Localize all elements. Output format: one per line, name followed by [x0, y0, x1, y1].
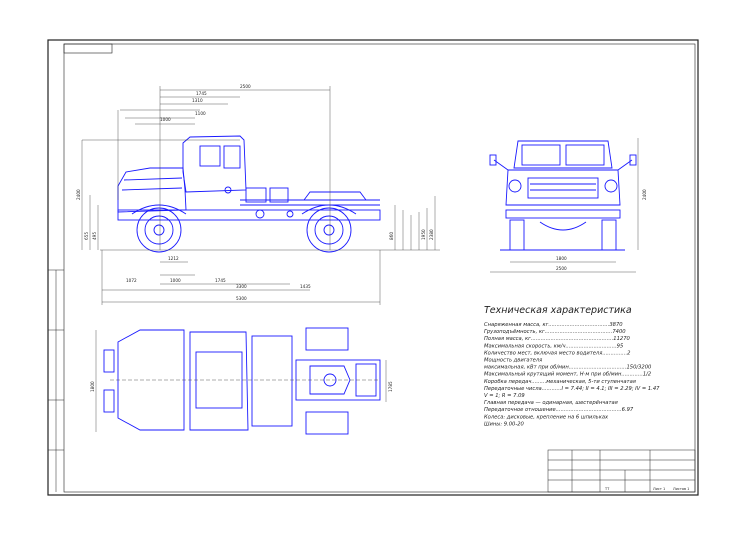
spec-line: Полная масса, кг........................… — [484, 336, 631, 342]
dim-front-height: 2400 — [642, 189, 647, 200]
dim-mid-2: 1745 — [215, 278, 226, 283]
dim-top-2: 1745 — [196, 91, 207, 96]
spec-line: Количество мест, включая место водителя.… — [484, 350, 630, 356]
dim-front-track: 1800 — [556, 256, 567, 261]
title-block — [547, 449, 696, 493]
dim-top-4: 1100 — [195, 111, 206, 116]
spec-line: максимальная, кВт при об/мин............… — [484, 365, 652, 371]
outer-frame — [47, 39, 699, 496]
dim-base: 3300 — [236, 284, 247, 289]
spec-lines: Снаряженная масса, кг...................… — [484, 322, 660, 427]
spec-line: Максимальная скорость, км/ч.............… — [484, 343, 624, 349]
plan-view — [103, 327, 381, 435]
plan-dimensions — [95, 330, 387, 432]
dim-saddle: 1435 — [300, 284, 311, 289]
dim-height: 2400 — [76, 189, 81, 200]
spec-line: V = 1; R = 7.09 — [484, 393, 525, 399]
spec-line: Грузоподъёмность, кг....................… — [484, 329, 626, 335]
dim-overall-length: 5300 — [236, 296, 247, 301]
dim-overhang-front: 1072 — [126, 278, 137, 283]
corner-stamp — [63, 43, 113, 54]
spec-line: Передаточное отношение..................… — [484, 407, 634, 413]
dim-top-overall: 2500 — [240, 84, 251, 89]
dim-side-a: 655 — [84, 232, 89, 240]
spec-line: Коробка передач.........механическая, 5-… — [484, 379, 636, 385]
title-block-sheet: Лист 1 — [653, 487, 665, 491]
dim-overall-width: 2500 — [556, 266, 567, 271]
dim-top-3: 1310 — [192, 98, 203, 103]
side-dimensions — [81, 86, 440, 305]
dim-mid-5: 1000 — [170, 278, 181, 283]
dim-plan-track: 1785 — [388, 381, 393, 392]
spec-title: Техническая характеристика — [484, 305, 632, 316]
dim-plan-height: 1800 — [90, 381, 95, 392]
spec-line: Шины: 9.00-20 — [484, 421, 525, 427]
side-dim-labels: 5300 3300 1435 1745 1072 1000 1212 2500 … — [76, 84, 434, 301]
front-view — [489, 140, 637, 251]
spec-line: Передаточные числа............I = 7.44; … — [484, 386, 660, 392]
spec-line: Главная передача — одинарная, шестерёнча… — [484, 400, 618, 406]
side-view — [117, 135, 381, 253]
dim-seat: 1212 — [168, 256, 179, 261]
dim-side-c: 860 — [389, 232, 394, 240]
inner-frame — [63, 43, 696, 493]
dim-side-b: 495 — [92, 232, 97, 240]
spec-line: Колеса: дисковые, крепление на 6 шпилька… — [484, 414, 609, 420]
title-block-sheets: Листов 1 — [673, 487, 689, 491]
spec-line: Снаряженная масса, кг...................… — [484, 322, 623, 328]
title-block-code: ТТ — [604, 487, 610, 491]
spec-line: Максимальный крутящий момент, Н·м при об… — [484, 372, 651, 378]
dim-top-5: 1000 — [160, 117, 171, 122]
front-dimensions — [490, 138, 639, 273]
dim-side-d: 2380 — [429, 229, 434, 240]
spec-line: Мощность двигателя — [484, 358, 542, 364]
dim-side-e: 1950 — [421, 229, 426, 240]
